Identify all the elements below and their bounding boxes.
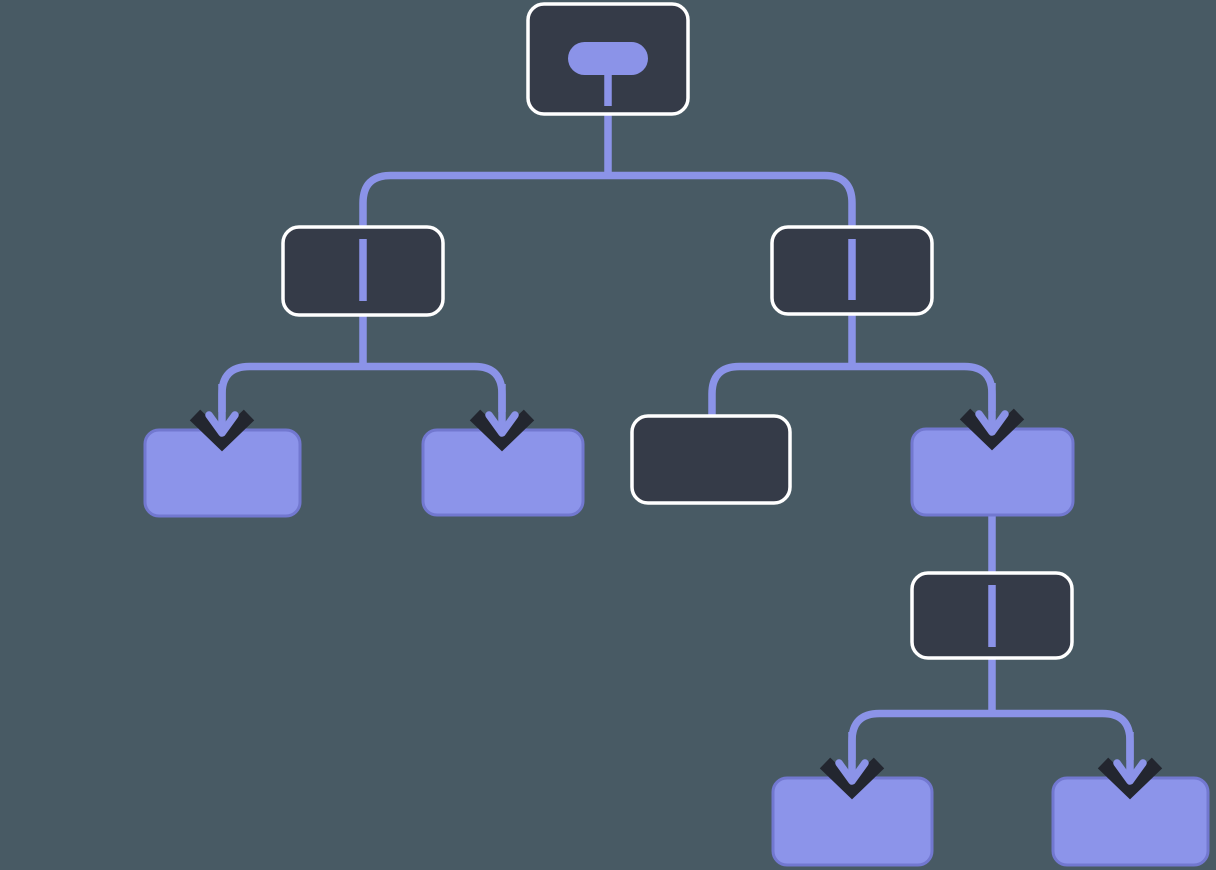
drop-chevron-icon	[469, 409, 535, 452]
node-dark-leaf[interactable]	[630, 414, 792, 505]
connector-lines-layer	[218, 113, 1134, 760]
drop-chevron-icon	[819, 757, 885, 800]
connector-left-split-bar	[218, 362, 506, 412]
root-pill-icon	[568, 42, 648, 75]
drop-chevron-icon	[959, 408, 1025, 451]
connector-bottom-split-bar	[848, 709, 1134, 760]
nodes-layer	[143, 2, 1210, 867]
drop-arrows-layer	[189, 383, 1163, 800]
arrow-down-icon	[835, 759, 869, 785]
connector-level1-bar	[359, 171, 856, 227]
connector-right-split-bar	[708, 362, 996, 415]
arrow-down-icon	[485, 411, 519, 437]
drop-chevron-icon	[189, 409, 255, 452]
arrow-down-icon	[1113, 759, 1147, 785]
drop-chevron-icon	[1097, 757, 1163, 800]
node-icons-layer	[359, 42, 996, 647]
arrow-down-icon	[975, 410, 1009, 436]
arrow-down-icon	[205, 411, 239, 437]
